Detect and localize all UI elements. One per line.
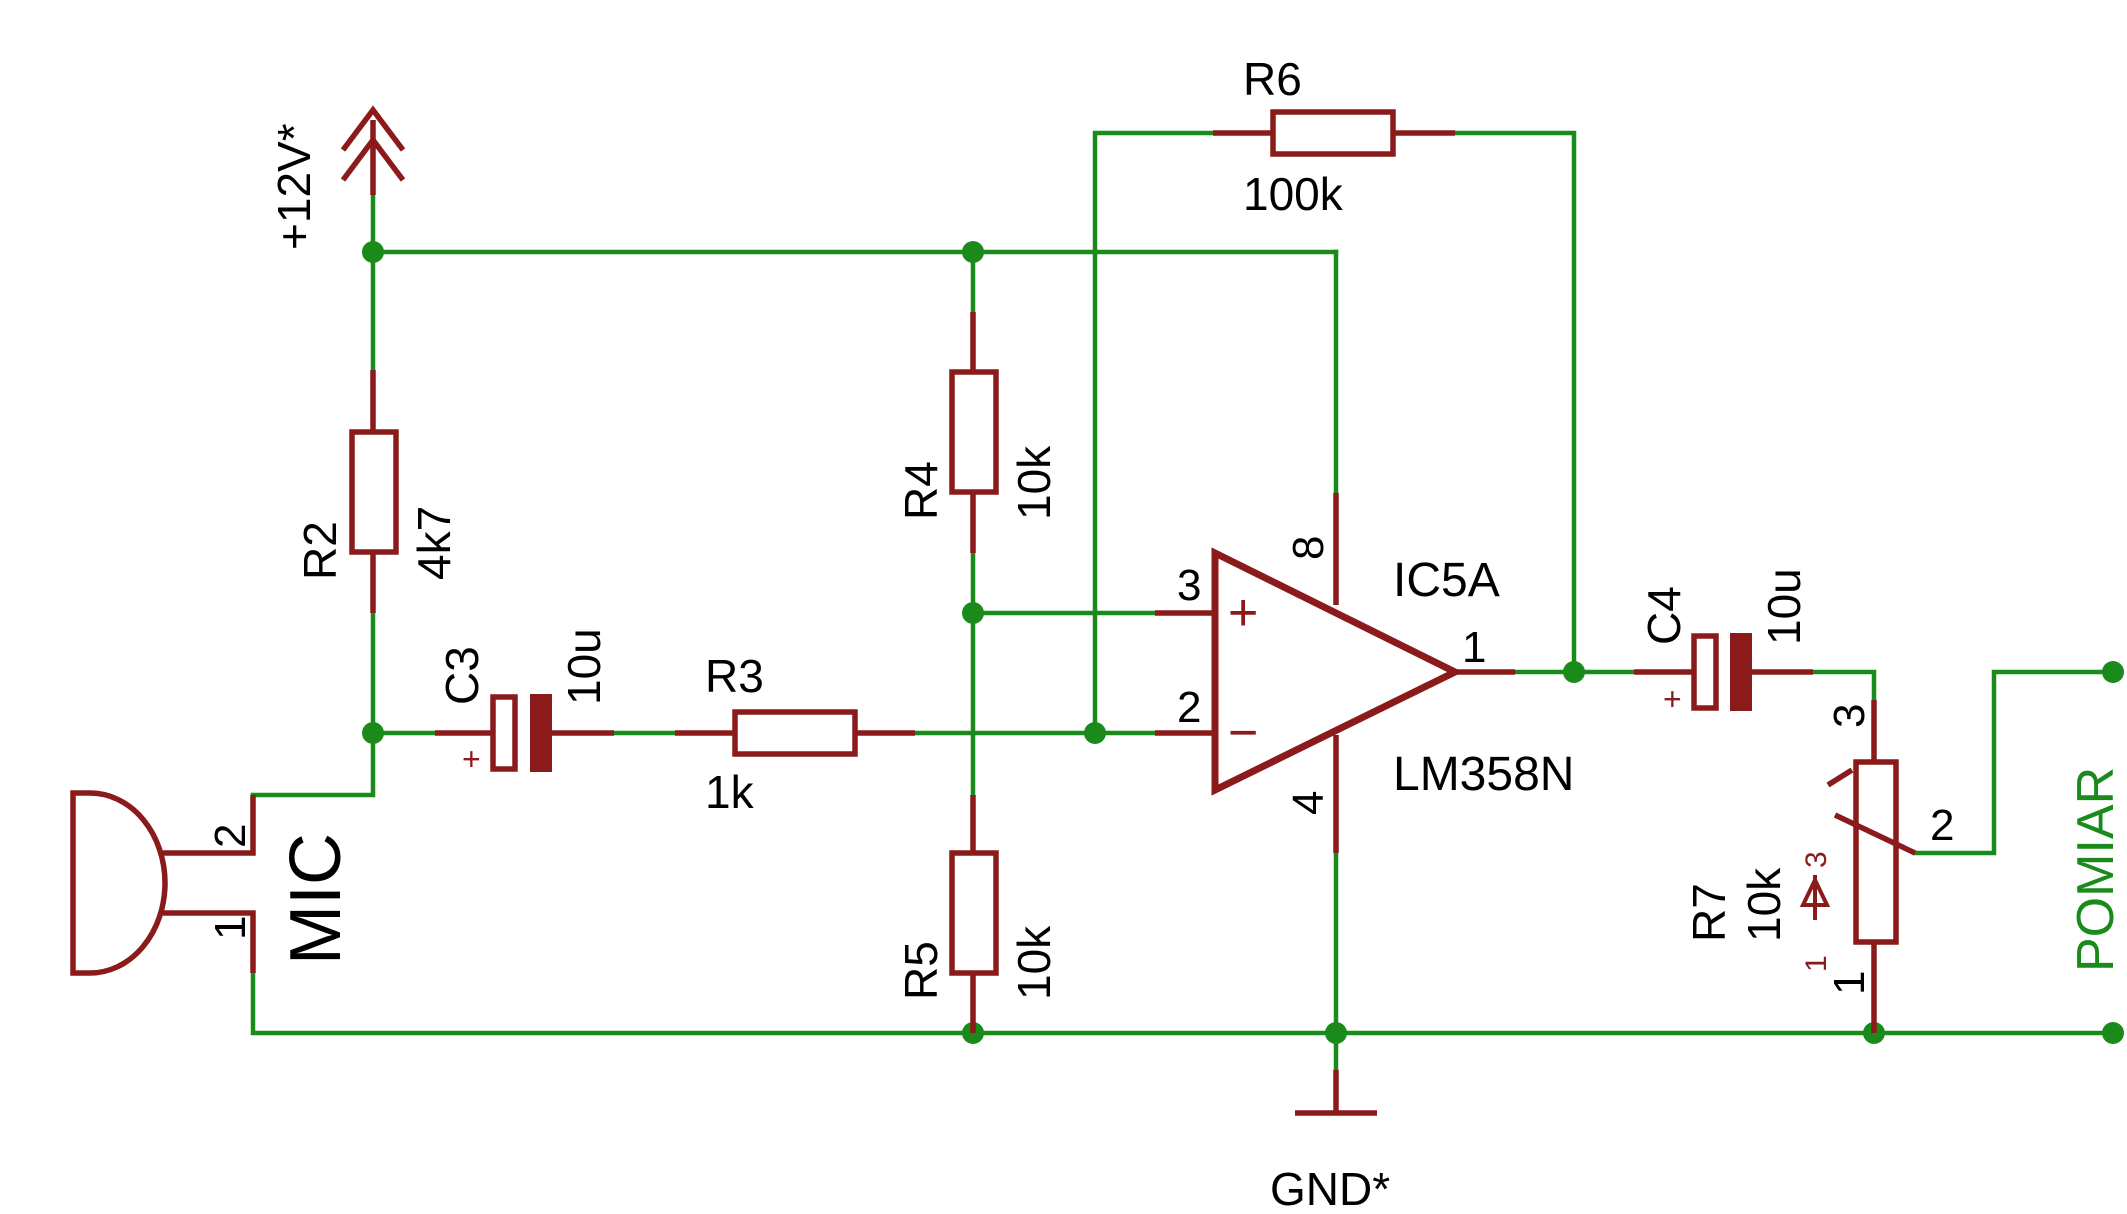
terminal-dot bbox=[2102, 661, 2124, 683]
c4-capacitor-icon bbox=[1691, 633, 1752, 711]
junctions bbox=[362, 241, 2124, 1044]
junction-dot bbox=[962, 241, 984, 263]
r2-body bbox=[349, 429, 399, 555]
junction-dot bbox=[1084, 722, 1106, 744]
output-net-label: POMIAR bbox=[2067, 767, 2125, 972]
c3-name: C3 bbox=[436, 646, 488, 705]
r5-body bbox=[949, 850, 999, 976]
ic-pin4: 4 bbox=[1284, 791, 1333, 815]
r7-pin2: 2 bbox=[1930, 801, 1954, 850]
r6-value: 100k bbox=[1243, 168, 1344, 220]
opamp-triangle-icon bbox=[1211, 547, 1463, 796]
c4-value: 10u bbox=[1758, 568, 1810, 645]
r7-adjust-label-a: 1 bbox=[1800, 955, 1833, 972]
mic-pin1: 1 bbox=[206, 916, 255, 940]
r7-pin3: 3 bbox=[1825, 704, 1874, 728]
junction-dot bbox=[362, 722, 384, 744]
r3-value: 1k bbox=[705, 766, 755, 818]
ground-label: GND* bbox=[1270, 1163, 1390, 1214]
r2-name: R2 bbox=[294, 521, 346, 580]
wires bbox=[250, 130, 2116, 1116]
r7-value: 10k bbox=[1738, 867, 1790, 942]
r7-pin1: 1 bbox=[1825, 971, 1874, 995]
ic-part: LM358N bbox=[1393, 748, 1574, 801]
r4-value: 10k bbox=[1008, 445, 1060, 520]
r5-name: R5 bbox=[895, 941, 947, 1000]
r4-body bbox=[949, 369, 999, 495]
c3-capacitor-icon bbox=[490, 694, 552, 772]
junction-dot bbox=[362, 241, 384, 263]
mic-pin1-lead bbox=[163, 910, 256, 973]
wire-feedback-right bbox=[1452, 130, 1577, 675]
wire-feedback-left bbox=[1092, 130, 1216, 736]
r7-adjust-label-b: 3 bbox=[1800, 851, 1833, 868]
adjust-arrow-icon bbox=[1799, 875, 1831, 920]
c3-value: 10u bbox=[558, 628, 610, 705]
microphone-icon bbox=[70, 790, 168, 976]
component-leads bbox=[163, 120, 1877, 1113]
ic-pin2: 2 bbox=[1177, 683, 1201, 732]
r7-potentiometer-icon bbox=[1826, 759, 1917, 945]
ic-pin8: 8 bbox=[1284, 536, 1333, 560]
r7-name: R7 bbox=[1683, 883, 1735, 942]
r5-value: 10k bbox=[1008, 925, 1060, 1000]
c3-polarity: + bbox=[462, 741, 481, 777]
junction-dot bbox=[1325, 1022, 1347, 1044]
r2-value: 4k7 bbox=[408, 506, 460, 580]
junction-dot bbox=[962, 602, 984, 624]
c4-name: C4 bbox=[1638, 586, 1690, 645]
r3-body bbox=[732, 709, 858, 757]
ic-minus-sign: − bbox=[1228, 704, 1258, 762]
ic-name: IC5A bbox=[1393, 554, 1500, 607]
mic-pin2-lead bbox=[163, 795, 256, 856]
r6-body bbox=[1270, 109, 1396, 157]
mic-name: MIC bbox=[276, 833, 356, 965]
mic-pin2: 2 bbox=[206, 824, 255, 848]
ic-plus-sign: + bbox=[1228, 584, 1258, 642]
r3-name: R3 bbox=[705, 650, 764, 702]
ic-pin3: 3 bbox=[1177, 561, 1201, 610]
supply-arrow-icon bbox=[340, 105, 406, 182]
c4-polarity: + bbox=[1663, 681, 1682, 717]
ic-pin1: 1 bbox=[1462, 623, 1486, 672]
r4-name: R4 bbox=[895, 461, 947, 520]
wire-mic-pin2 bbox=[250, 730, 376, 798]
terminal-dot bbox=[2102, 1022, 2124, 1044]
wire-wiper-out bbox=[1912, 669, 2116, 856]
supply-label: +12V* bbox=[268, 123, 320, 250]
r6-name: R6 bbox=[1243, 53, 1302, 105]
junction-dot bbox=[1563, 661, 1585, 683]
